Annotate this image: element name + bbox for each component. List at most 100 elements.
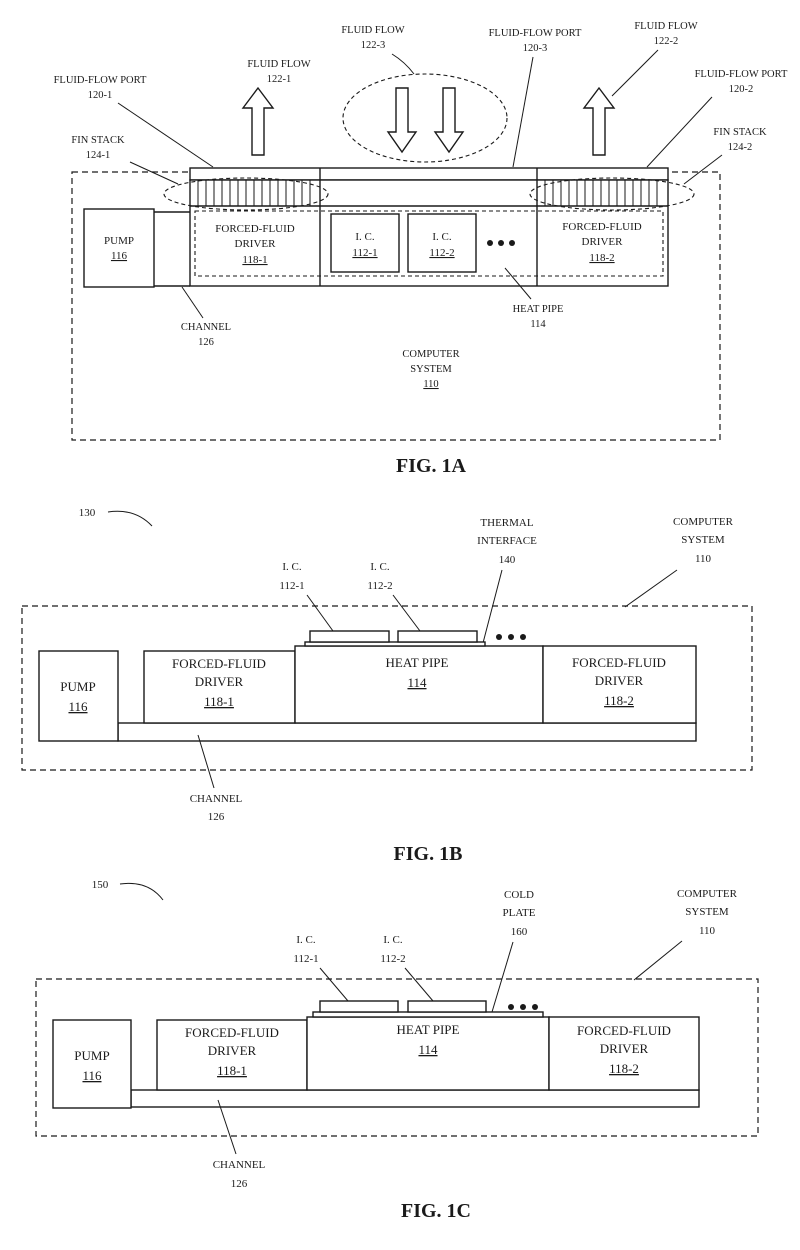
computer-system-label-line2-1b: SYSTEM	[681, 534, 725, 546]
pump-ref-1c: 116	[82, 1068, 102, 1083]
driver-118-1-box-1b	[143, 650, 296, 724]
figure-1c: 150 COLD PLATE 160 COMPUTER SYSTEM 110 I…	[35, 879, 759, 1222]
ic-112-1-label-1b: I. C.	[282, 561, 302, 573]
computer-system-110-label-line2: SYSTEM	[410, 364, 452, 375]
port-120-3-leader	[512, 56, 534, 168]
channel-leader-1b	[197, 734, 215, 789]
driver-118-1-label-line1-1c: FORCED-FLUID	[185, 1025, 279, 1040]
port-120-1-label: FLUID-FLOW PORT	[54, 75, 147, 86]
channel-126-ref: 126	[198, 337, 214, 348]
channel-126-leader	[181, 286, 204, 319]
fluid-flow-122-2-arrow	[582, 86, 616, 156]
fluid-flow-122-1-arrow	[241, 86, 275, 156]
thermal-interface-leader	[482, 569, 503, 644]
ic-112-2-label-1b: I. C.	[370, 561, 390, 573]
driver-118-2-label-line1-1c: FORCED-FLUID	[577, 1023, 671, 1038]
figure-1c-ref-leader	[119, 882, 164, 901]
ic-112-1-label: I. C.	[355, 231, 375, 243]
driver-118-1-ref: 118-1	[242, 254, 267, 266]
heat-pipe-label-1b: HEAT PIPE	[386, 655, 449, 670]
computer-system-label-line2-1c: SYSTEM	[685, 906, 729, 918]
channel-ref-1c: 126	[231, 1178, 248, 1190]
port-120-1-ref: 120-1	[88, 90, 113, 101]
ic-112-1-label-1c: I. C.	[296, 934, 316, 946]
figure-1c-caption: FIG. 1C	[401, 1200, 471, 1222]
ic-112-2-ref-1b: 112-2	[367, 580, 392, 592]
computer-system-boundary-1b	[21, 605, 753, 771]
driver-118-1-label-line2-1b: DRIVER	[195, 674, 244, 689]
more-ics-ellipsis-1b	[496, 634, 526, 640]
fin-stack-124-1	[197, 180, 311, 206]
figure-1b-ref-number: 130	[79, 507, 96, 519]
fluid-flow-122-3-label: FLUID FLOW	[341, 25, 404, 36]
driver-118-1-box-1c	[156, 1019, 308, 1091]
driver-118-2-label-line2: DRIVER	[582, 236, 624, 248]
ic-112-1-chip-1c	[319, 1000, 399, 1013]
computer-system-label-line1-1c: COMPUTER	[677, 888, 738, 900]
fin-stack-124-2-label: FIN STACK	[713, 127, 767, 138]
ic-112-2-chip-1b	[397, 630, 478, 643]
ic-112-1-ref-1b: 112-1	[279, 580, 304, 592]
figure-1b: 130 THERMAL INTERFACE 140 COMPUTER SYSTE…	[21, 507, 753, 865]
ic-112-2-ref: 112-2	[429, 247, 454, 259]
ic-112-1-chip-1b	[309, 630, 390, 643]
pump-box-1b	[38, 650, 119, 742]
fin-stack-124-1-ref: 124-1	[86, 150, 111, 161]
figure-1a: PUMP 116 FORCED-FLUID DRIVER 118-1 I. C.…	[54, 21, 788, 477]
ic-112-2-ref-1c: 112-2	[380, 953, 405, 965]
driver-118-2-ref-1b: 118-2	[604, 693, 634, 708]
fin-stack-124-2-leader	[683, 154, 723, 185]
figure-1a-caption: FIG. 1A	[396, 455, 467, 477]
fluid-flow-122-3-arrow-left	[386, 87, 418, 154]
driver-118-1-label-line2-1c: DRIVER	[208, 1043, 257, 1058]
computer-system-label-line1-1b: COMPUTER	[673, 516, 734, 528]
computer-system-boundary-1c	[35, 978, 759, 1137]
port-120-3-label: FLUID-FLOW PORT	[489, 28, 582, 39]
driver-118-1-ref-1c: 118-1	[217, 1063, 247, 1078]
driver-118-2-box-1b	[542, 645, 697, 724]
more-ics-ellipsis-1c	[508, 1004, 538, 1010]
heat-pipe-label-1c: HEAT PIPE	[397, 1022, 460, 1037]
driver-118-2-ref: 118-2	[589, 252, 614, 264]
more-ics-ellipsis	[487, 240, 515, 246]
fluid-flow-122-3-ref: 122-3	[361, 40, 386, 51]
channel-leader-1c	[217, 1099, 237, 1155]
ic-112-2-leader-1b	[392, 594, 421, 632]
heat-pipe-ref-1b: 114	[407, 675, 427, 690]
thermal-interface-label-line1: THERMAL	[480, 517, 533, 529]
pump-ref-1b: 116	[68, 699, 88, 714]
heat-pipe-114-ref: 114	[530, 319, 546, 330]
driver-118-2-box-1c	[548, 1016, 700, 1091]
cold-plate-label-line1: COLD	[504, 889, 534, 901]
cold-plate-layer-1c	[312, 1011, 544, 1018]
ic-112-1-ref: 112-1	[352, 247, 377, 259]
figure-1c-ref-number: 150	[92, 879, 109, 891]
heat-pipe-114-leader	[504, 267, 532, 300]
channel-label-1c: CHANNEL	[213, 1159, 266, 1171]
port-120-1-leader	[117, 102, 214, 168]
heat-pipe-box-1c	[306, 1016, 550, 1091]
ic-112-1-box	[330, 213, 400, 273]
thermal-interface-label-line2: INTERFACE	[477, 535, 537, 547]
fluid-flow-122-2-leader	[611, 49, 659, 97]
ic-112-1-leader-1b	[306, 594, 334, 632]
fluid-flow-122-1-ref: 122-1	[267, 74, 292, 85]
thermal-interface-ref: 140	[499, 554, 516, 566]
computer-system-110-label-line1: COMPUTER	[402, 349, 459, 360]
ic-112-2-box	[407, 213, 477, 273]
driver-118-1-label-line1: FORCED-FLUID	[215, 223, 295, 235]
heat-pipe-114-label: HEAT PIPE	[513, 304, 564, 315]
pump-box	[83, 208, 155, 288]
ic-112-1-ref-1c: 112-1	[293, 953, 318, 965]
computer-system-110-ref: 110	[423, 379, 438, 390]
ic-112-2-label-1c: I. C.	[383, 934, 403, 946]
fluid-flow-122-1-label: FLUID FLOW	[247, 59, 310, 70]
port-120-2-ref: 120-2	[729, 84, 754, 95]
computer-system-ref-1b: 110	[695, 553, 712, 565]
driver-118-1-ref-1b: 118-1	[204, 694, 234, 709]
thermal-interface-layer-1b	[304, 641, 486, 647]
port-120-2-leader	[646, 96, 713, 168]
heat-pipe-outline	[194, 210, 664, 277]
driver-118-2-label-line2-1b: DRIVER	[595, 673, 644, 688]
